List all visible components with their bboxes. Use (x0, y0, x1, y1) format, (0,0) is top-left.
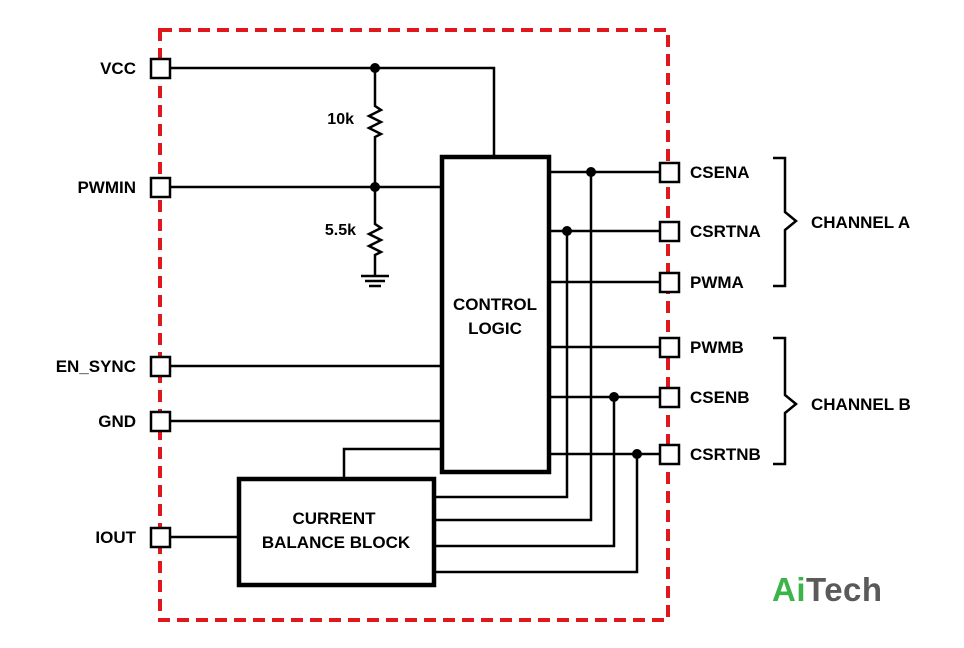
pin-csrtnb (658, 443, 681, 466)
csenb-label: CSENB (690, 388, 750, 407)
pin-gnd (149, 410, 172, 433)
pwmb-label: PWMB (690, 338, 744, 357)
pin-csena (658, 161, 681, 184)
resistor-5-5k-label: 5.5k (325, 222, 356, 239)
pin-pwmb (658, 336, 681, 359)
channel-b-brace (773, 336, 798, 466)
pwma-label: PWMA (690, 273, 744, 292)
resistor-10k (366, 102, 384, 140)
vcc-wire (170, 66, 496, 158)
channel-a-label: CHANNEL A (811, 213, 910, 232)
control-logic-label-2: LOGIC (468, 319, 522, 338)
logo-ai-text: Ai (772, 571, 806, 608)
pin-vcc (149, 57, 172, 80)
pwmin-label: PWMIN (77, 178, 136, 197)
csenb-tap (434, 397, 616, 548)
current-balance-label-1: CURRENT (292, 509, 376, 528)
junction-pwmin (370, 182, 380, 192)
control-logic-block (439, 154, 552, 475)
pin-csenb (658, 386, 681, 409)
csrtna-tap (434, 231, 569, 499)
wires (170, 66, 660, 574)
gnd-label: GND (98, 412, 136, 431)
junction-csrtna (562, 226, 572, 236)
junction-csenb (609, 392, 619, 402)
channel-b-label: CHANNEL B (811, 395, 911, 414)
channel-a-brace (773, 156, 798, 288)
pin-en-sync (149, 355, 172, 378)
iout-label: IOUT (95, 528, 136, 547)
pin-csrtna (658, 220, 681, 243)
control-logic-label-1: CONTROL (453, 295, 537, 314)
ctrl-balance-wire (342, 447, 442, 479)
pin-pwmin (149, 176, 172, 199)
ic-boundary (158, 28, 670, 622)
ground-symbol (361, 274, 389, 288)
vcc-label: VCC (100, 59, 136, 78)
resistor-10k-label: 10k (327, 111, 354, 128)
pin-iout (149, 526, 172, 549)
current-balance-label-2: BALANCE BLOCK (262, 533, 411, 552)
junctions (370, 63, 642, 459)
aitech-logo: AiTech (772, 571, 883, 609)
csrtnb-tap (434, 454, 639, 574)
pin-pwma (658, 271, 681, 294)
csrtnb-label: CSRTNB (690, 445, 761, 464)
csrtna-label: CSRTNA (690, 222, 761, 241)
csena-label: CSENA (690, 163, 750, 182)
junction-csena (586, 167, 596, 177)
resistor-5-5k (366, 220, 384, 258)
junction-csrtnb (632, 449, 642, 459)
csena-tap (434, 172, 593, 522)
en-sync-label: EN_SYNC (56, 357, 136, 376)
junction-vcc (370, 63, 380, 73)
logo-tech-text: Tech (806, 571, 883, 608)
current-balance-block (236, 476, 437, 588)
